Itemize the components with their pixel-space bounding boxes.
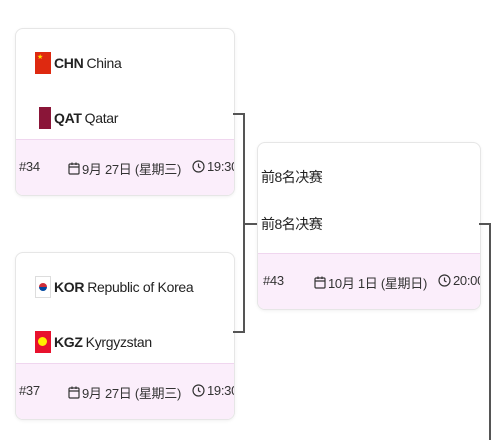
date-text: 10月 1日 (星期日) <box>328 276 427 291</box>
connector-43-out-h <box>479 223 491 225</box>
time-text: 19:30 <box>207 383 235 398</box>
date-text: 9月 27日 (星期三) <box>82 162 181 177</box>
team-name: Kyrgyzstan <box>85 334 153 350</box>
calendar-icon <box>68 386 80 399</box>
match-card-34[interactable]: ★ CHN China QAT Qatar #34 9月 27日 (星期三) 1… <box>15 28 235 196</box>
flag-korea-icon <box>35 276 51 298</box>
team-name: Qatar <box>84 110 119 126</box>
connector-37-h <box>233 331 244 333</box>
match-date: 9月 27日 (星期三) <box>68 383 181 402</box>
match-number: #34 <box>19 159 40 174</box>
match-date: 9月 27日 (星期三) <box>68 159 181 178</box>
match-time: 19:30 <box>192 383 235 398</box>
team-name: 前8名决赛 <box>261 169 323 185</box>
match-time: 20:00 <box>438 273 481 288</box>
clock-icon <box>192 384 205 397</box>
clock-icon <box>438 274 451 287</box>
team-name: 前8名决赛 <box>261 216 323 232</box>
team-row-qat[interactable]: QAT Qatar <box>16 103 234 133</box>
match-time: 19:30 <box>192 159 235 174</box>
match-footer: #43 10月 1日 (星期日) 20:00 <box>258 253 480 309</box>
team-name: Republic of Korea <box>87 279 194 295</box>
team-row-placeholder-1[interactable]: 前8名决赛 <box>258 162 480 192</box>
team-code: KGZ <box>54 334 83 350</box>
team-row-kgz[interactable]: KGZ Kyrgyzstan <box>16 327 234 357</box>
connector-to-43 <box>243 223 257 225</box>
flag-qatar-icon <box>35 107 51 129</box>
match-number: #37 <box>19 383 40 398</box>
team-code: KOR <box>54 279 85 295</box>
team-code: QAT <box>54 110 82 126</box>
team-row-placeholder-2[interactable]: 前8名决赛 <box>258 209 480 239</box>
time-text: 20:00 <box>453 273 481 288</box>
connector-43-out-v <box>489 223 491 440</box>
team-code: CHN <box>54 55 84 71</box>
flag-kyrgyzstan-icon <box>35 331 51 353</box>
team-name: China <box>86 55 122 71</box>
match-footer: #37 9月 27日 (星期三) 19:30 <box>16 363 234 419</box>
calendar-icon <box>68 162 80 175</box>
match-date: 10月 1日 (星期日) <box>314 273 427 292</box>
match-number: #43 <box>263 273 284 288</box>
team-row-kor[interactable]: KOR Republic of Korea <box>16 272 234 302</box>
date-text: 9月 27日 (星期三) <box>82 386 181 401</box>
calendar-icon <box>314 276 326 289</box>
match-card-37[interactable]: KOR Republic of Korea KGZ Kyrgyzstan #37… <box>15 252 235 420</box>
clock-icon <box>192 160 205 173</box>
time-text: 19:30 <box>207 159 235 174</box>
match-card-43[interactable]: 前8名决赛 前8名决赛 #43 10月 1日 (星期日) 20:00 <box>257 142 481 310</box>
match-footer: #34 9月 27日 (星期三) 19:30 <box>16 139 234 195</box>
team-row-chn[interactable]: ★ CHN China <box>16 48 234 78</box>
connector-34-h <box>233 113 244 115</box>
flag-china-icon: ★ <box>35 52 51 74</box>
